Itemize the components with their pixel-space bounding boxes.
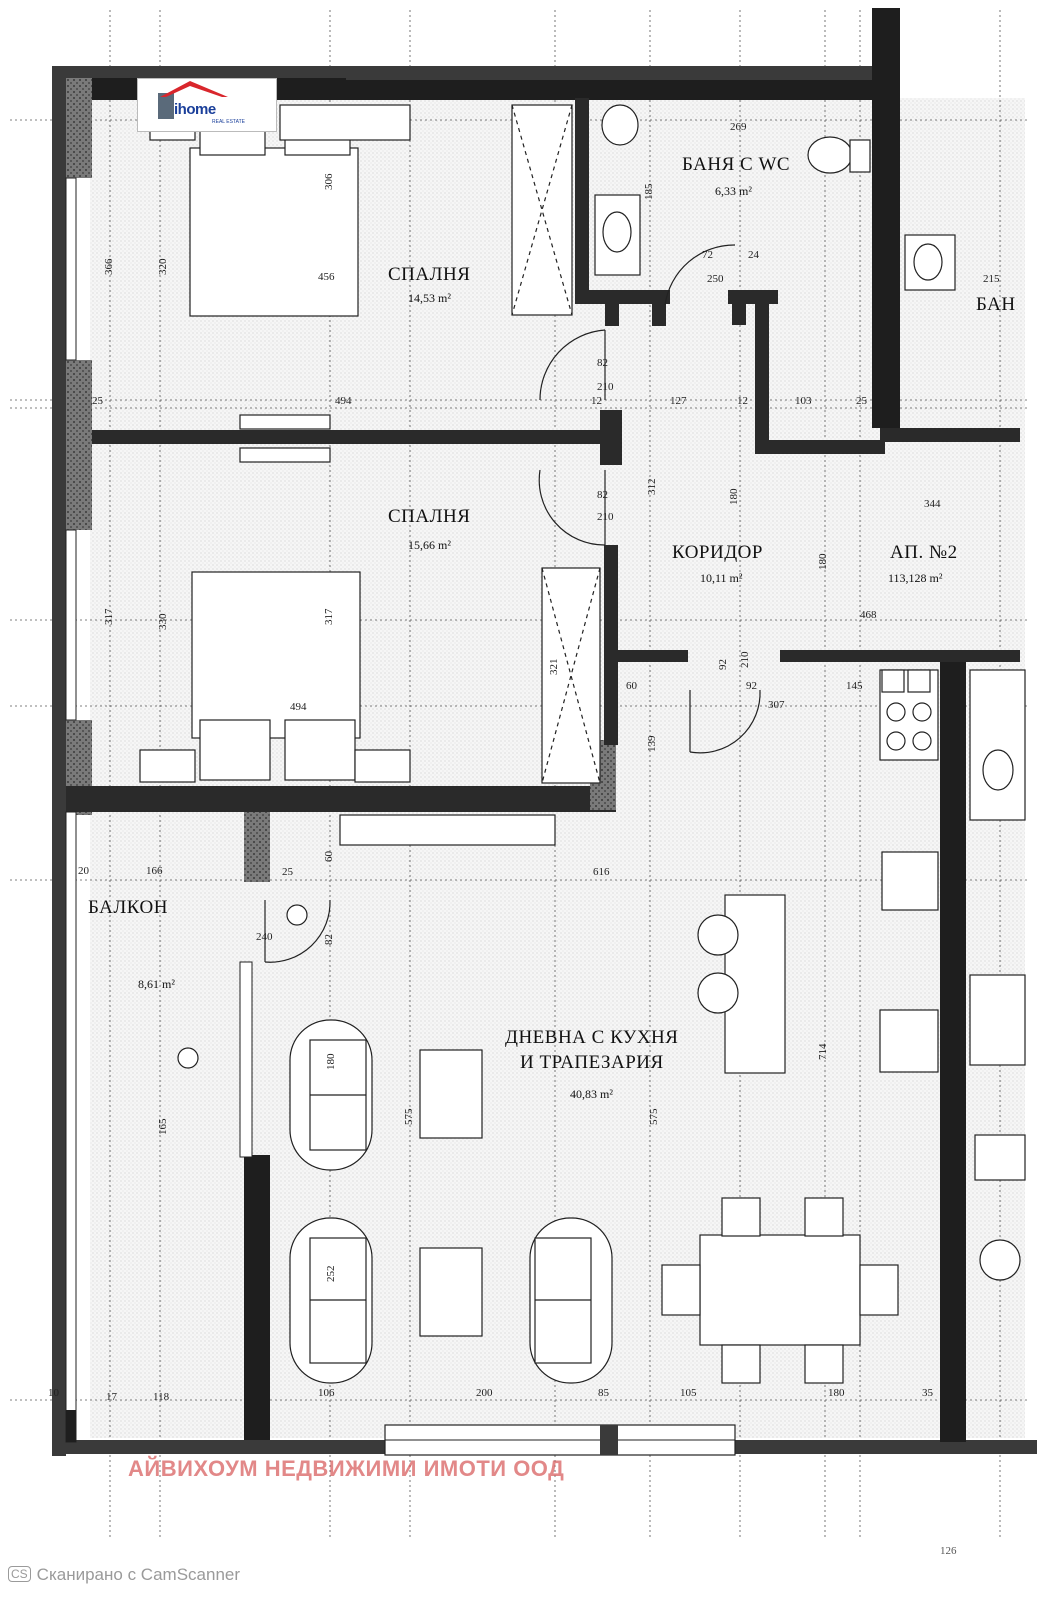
room-name-balcony: БАЛКОН [88,897,168,918]
company-logo: ihome REAL ESTATE [137,78,277,132]
dim-label: 82 [323,934,335,945]
dim-label: 185 [643,183,655,200]
dim-label: 25 [856,395,868,407]
dim-label: 60 [323,851,335,863]
dim-label: 312 [646,479,658,496]
dim-label: 616 [593,866,610,878]
dim-label: 456 [318,271,335,283]
dim-label: 320 [157,258,169,275]
page-number: 126 [940,1545,957,1557]
dim-label: 82 [597,489,608,501]
dim-label: 165 [157,1118,169,1135]
dim-label: 344 [924,498,941,510]
room-name-bathroom-partial: БАН [976,294,1016,315]
dim-label: 20 [78,865,90,877]
dim-label: 252 [325,1266,337,1283]
dim-label: 180 [728,488,740,505]
room-area-balcony: 8,61 m² [138,977,175,991]
dim-label: 180 [817,553,829,570]
dim-label: 714 [817,1043,829,1060]
dim-label: 127 [670,395,687,407]
dim-label: 118 [153,1391,170,1403]
room-name-living-line1: ДНЕВНА С КУХНЯ [505,1027,678,1048]
dim-label: 575 [648,1108,660,1125]
scanner-text: Сканирано с CamScanner [36,1565,241,1584]
dim-label: 317 [103,608,115,625]
dim-label: 60 [626,680,638,692]
dim-label: 269 [730,121,747,133]
dim-label: 103 [795,395,812,407]
dim-label: 166 [146,865,163,877]
dim-label: 25 [92,395,104,407]
dim-label: 10 [48,1387,60,1399]
room-area-bedroom-top: 14,53 m² [408,291,451,305]
dim-label: 468 [860,609,877,621]
dim-label: 215 [983,273,1000,285]
room-labels: СПАЛНЯ 14,53 m² СПАЛНЯ 15,66 m² БАНЯ С W… [88,154,1016,1101]
walls [52,8,1037,1456]
dim-label: 180 [325,1053,337,1070]
apartment-area: 113,128 m² [888,571,943,585]
dim-label: 12 [591,395,602,407]
room-area-corridor: 10,11 m² [700,571,743,585]
house-roof-icon [158,81,228,119]
dim-label: 92 [746,680,757,692]
room-name-living-line2: И ТРАПЕЗАРИЯ [520,1052,664,1073]
dim-label: 210 [597,511,614,523]
dim-label: 106 [318,1387,335,1399]
room-name-bedroom-top: СПАЛНЯ [388,264,470,285]
dim-label: 575 [403,1108,415,1125]
scanner-badge: CS Сканирано с CamScanner [8,1565,240,1585]
dim-label: 307 [768,699,785,711]
dim-label: 494 [290,701,307,713]
dim-label: 139 [646,735,658,752]
room-area-bathroom: 6,33 m² [715,184,752,198]
dim-label: 366 [103,258,115,275]
camscanner-icon: CS [8,1566,31,1582]
dim-label: 12 [737,395,748,407]
dim-label: 145 [846,680,863,692]
room-area-bedroom-middle: 15,66 m² [408,538,451,552]
dim-label: 105 [680,1387,697,1399]
dim-label: 200 [476,1387,493,1399]
dim-label: 494 [335,395,352,407]
dim-label: 24 [748,249,760,261]
room-name-corridor: КОРИДОР [672,542,763,563]
dim-label: 210 [739,651,751,668]
dim-label: 25 [282,866,294,878]
dim-label: 321 [548,659,560,676]
dim-label: 210 [597,381,614,393]
dim-label: 35 [922,1387,934,1399]
dim-label: 306 [323,173,335,190]
room-area-living: 40,83 m² [570,1087,613,1101]
dimension-labels: 494 494 456 306 366 320 269 185 250 72 2… [48,121,1000,1403]
dim-label: 330 [157,613,169,630]
watermark: АЙВИХОУМ НЕДВИЖИМИ ИМОТИ ООД [128,1456,565,1481]
apartment-number: АП. №2 [890,542,958,563]
dim-label: 317 [323,608,335,625]
dim-label: 250 [707,273,724,285]
dim-label: 180 [828,1387,845,1399]
room-name-bedroom-middle: СПАЛНЯ [388,506,470,527]
dim-label: 240 [256,931,273,943]
logo-text: ihome [174,101,216,118]
dim-label: 17 [106,1391,118,1403]
doors [264,244,761,963]
dim-label: 85 [598,1387,610,1399]
dim-label: 72 [702,249,713,261]
dim-label: 82 [597,357,608,369]
room-name-bathroom: БАНЯ С WC [682,154,790,175]
logo-subtext: REAL ESTATE [212,119,245,125]
dim-label: 92 [717,659,729,670]
furniture [139,104,1026,1384]
